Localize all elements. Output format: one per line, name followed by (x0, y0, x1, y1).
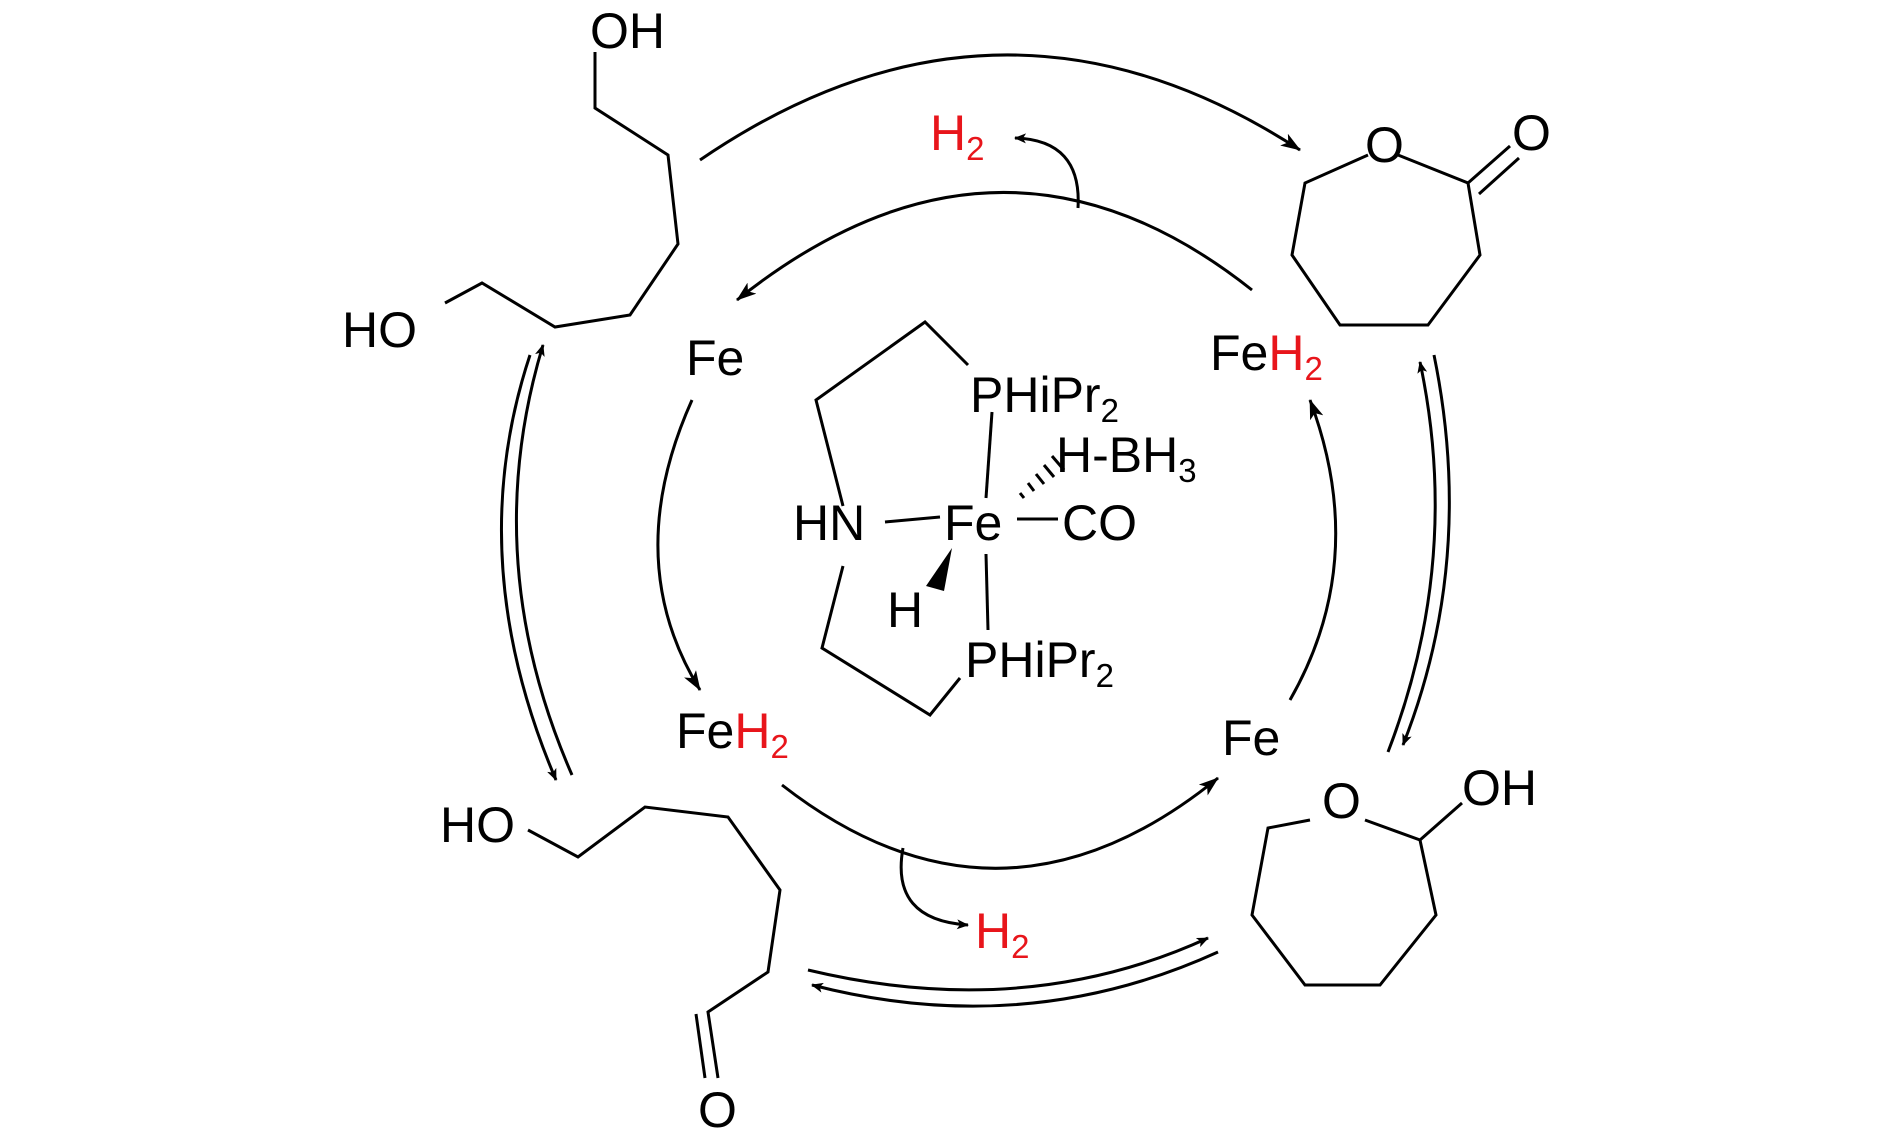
arrow-feh2-right-to-fe-left (736, 190, 1253, 302)
lower-linker-bond (820, 565, 962, 717)
released-hydrogen: H2 H2 (930, 105, 1029, 965)
diol-oh-top: OH (590, 3, 665, 59)
h2-bottom-label: H2 (975, 903, 1029, 965)
diol-structure: OH HO (342, 3, 680, 358)
amine-label: HN (793, 495, 865, 551)
arrow-diol-to-lactone (699, 53, 1301, 162)
lactol-ring-o: O (1322, 773, 1361, 829)
p-lower-label: PHiPr2 (965, 632, 1114, 694)
equilibrium-lactol-aldehyde-b (807, 936, 1209, 992)
hydride-label: H (887, 582, 923, 638)
fe-left-label: Fe (686, 330, 744, 386)
hydroxy-aldehyde-structure: HO O (440, 797, 782, 1138)
equilibrium-aldehyde-diol-a (514, 344, 574, 776)
lactone-structure: O O (1290, 105, 1551, 327)
h2-top-label: H2 (930, 105, 984, 167)
fe-p-upper-bond (984, 411, 994, 499)
carbonyl-label: CO (1062, 495, 1137, 551)
lactone-carbonyl-double-bond (1467, 144, 1521, 196)
outer-cycle-arrows (499, 53, 1451, 1008)
feh2-right-label: FeH2 (1210, 325, 1323, 387)
upper-linker-bond (814, 320, 970, 507)
aldehyde-o: O (698, 1082, 737, 1138)
arrow-h2-release-top (1014, 133, 1080, 209)
solid-wedge-bond (926, 548, 952, 591)
feh2-left-label: FeH2 (676, 703, 789, 765)
equilibrium-lactone-lactol-b (1386, 361, 1437, 753)
lactol-structure: O OH (1250, 760, 1537, 987)
arrow-feh2-left-to-fe-right (781, 776, 1219, 870)
equilibrium-aldehyde-diol-b (499, 354, 558, 781)
fe-p-lower-bond (984, 553, 990, 631)
inner-cycle-arrows (656, 133, 1338, 930)
arrow-fe-right-to-feh2-right (1288, 399, 1338, 701)
inner-cycle-species: Fe Fe FeH2 FeH2 (676, 325, 1323, 766)
equilibrium-lactone-lactol-a (1401, 354, 1451, 746)
lactone-carbonyl-o: O (1512, 105, 1551, 161)
borane-label: H-BH3 (1056, 427, 1197, 489)
lactone-ring-o: O (1365, 117, 1404, 173)
n-fe-bond (884, 515, 941, 524)
diol-oh-left: HO (342, 302, 417, 358)
arrow-h2-release-bottom (899, 847, 969, 930)
equilibrium-lactol-aldehyde-a (811, 950, 1219, 1008)
iron-pincer-catalyst: PHiPr2 H-BH3 HN Fe CO H PHiPr2 (793, 320, 1197, 717)
metal-label: Fe (944, 495, 1002, 551)
p-upper-label: PHiPr2 (970, 367, 1119, 429)
arrow-fe-left-to-feh2-left (656, 399, 702, 691)
aldehyde-oh: HO (440, 797, 515, 853)
fe-right-label: Fe (1222, 710, 1280, 766)
lactol-oh: OH (1462, 760, 1537, 816)
hashed-wedge-bond (1018, 455, 1066, 499)
